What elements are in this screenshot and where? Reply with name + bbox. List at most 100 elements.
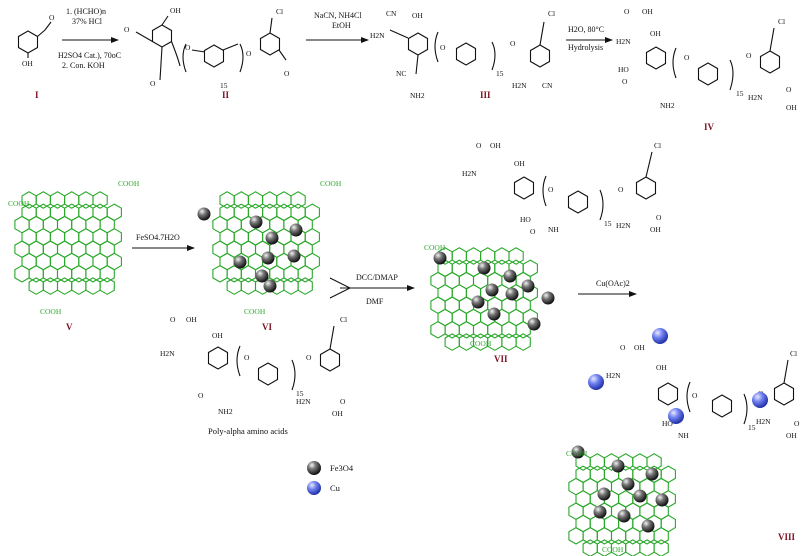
graphene-ring: [71, 277, 87, 295]
atom-o: O: [284, 69, 290, 78]
fe3o4-particle: [633, 489, 647, 503]
step3-line1: H2O, 80°C: [568, 25, 604, 34]
step3-conditions: H2O, 80°C Hydrolysis: [568, 25, 604, 52]
subscript-n: 15: [496, 69, 504, 78]
atom-cooh: COOH: [8, 199, 30, 208]
graphene-ring: [625, 526, 641, 545]
graphene-ring: [589, 453, 605, 471]
fe3o4-particle: [505, 287, 519, 301]
graphene-sheet-VI: [212, 191, 320, 295]
atom-o: O: [656, 213, 662, 222]
cu-particle: [752, 392, 768, 408]
step4-line1: FeSO4.7H2O: [136, 233, 180, 242]
atom-o: O: [624, 7, 630, 16]
fe3o4-particle: [541, 291, 555, 305]
cu-particle: [668, 408, 684, 424]
graphene-ring: [653, 539, 669, 556]
graphene-ring: [508, 247, 524, 265]
compound-IV: O OH H2N OH O 15 O HO NH2 Cl O H2N O OH: [616, 7, 797, 112]
graphene-ring: [42, 264, 59, 283]
atom-oh: OH: [786, 103, 797, 112]
fe3o4-particle: [593, 505, 607, 519]
step1-line1: 1. (HCHO)n: [66, 7, 106, 16]
fe3o4-particle: [289, 223, 303, 237]
step1-line3: H2SO4 Cat.), 70oC: [58, 51, 121, 60]
graphene-ring: [247, 191, 264, 209]
atom-oh: OH: [634, 343, 645, 352]
fe3o4-particle: [655, 493, 669, 507]
atom-o: O: [746, 51, 752, 60]
atom-oh: OH: [212, 331, 223, 340]
subscript-n: 15: [220, 81, 228, 90]
compound-I: O OH: [17, 13, 55, 68]
graphene-ring: [625, 539, 641, 556]
graphene-ring: [42, 277, 59, 295]
atom-ho: HO: [618, 65, 629, 74]
atom-h2n: H2N: [616, 221, 631, 230]
graphene-ring: [451, 247, 467, 265]
atom-nc: NC: [396, 69, 406, 78]
graphene-sheet-VIII: [568, 453, 676, 556]
atom-oh: OH: [186, 315, 197, 324]
legend-cu-swatch: [307, 481, 321, 495]
graphene-ring: [78, 191, 94, 209]
atom-oh: OH: [332, 409, 343, 418]
fe3o4-nanoparticles-VI: [197, 207, 303, 293]
atom-cooh: COOH: [244, 307, 266, 316]
atom-o: O: [622, 77, 628, 86]
graphene-ring: [64, 191, 80, 209]
graphene-ring: [99, 264, 115, 283]
atom-nh2: NH2: [218, 407, 233, 416]
graphene-ring: [494, 247, 510, 265]
graphene-ring: [28, 264, 44, 283]
fe3o4-particle: [287, 249, 301, 263]
graphene-ring: [444, 333, 460, 351]
graphene-ring: [297, 264, 313, 283]
fe3o4-particle: [471, 295, 485, 309]
graphene-ring: [269, 264, 285, 283]
graphene-ring: [71, 264, 87, 283]
atom-o: O: [306, 353, 312, 362]
fe3o4-particle: [621, 477, 635, 491]
graphene-ring: [219, 191, 235, 209]
compound-VII-polymer: O OH H2N OH O 15 HO O NH Cl O H2N O OH: [462, 141, 662, 236]
step6-line1: Cu(OAc)2: [596, 279, 630, 288]
fe3o4-particle: [521, 279, 535, 293]
atom-nh2: NH2: [410, 91, 425, 100]
graphene-ring: [240, 277, 257, 295]
graphene-ring: [28, 277, 44, 295]
atom-o: O: [794, 419, 800, 428]
atom-cn: CN: [542, 81, 553, 90]
atom-nh2: NH2: [660, 101, 675, 110]
atom-o: O: [440, 43, 446, 52]
atom-o: O: [170, 315, 176, 324]
graphene-ring: [99, 277, 115, 295]
atom-cl: Cl: [548, 9, 555, 18]
atom-o: O: [476, 141, 482, 150]
subscript-n: 15: [748, 423, 756, 432]
graphene-ring: [226, 277, 242, 295]
fe3o4-particle: [597, 487, 611, 501]
graphene-ring: [515, 333, 531, 351]
atom-oh: OH: [412, 11, 423, 20]
atom-o: O: [510, 39, 516, 48]
compound-label-III: III: [480, 90, 491, 100]
fe3o4-particle: [527, 317, 541, 331]
fe3o4-nanoparticles-VII: [433, 251, 555, 331]
fe3o4-particle: [255, 269, 269, 283]
atom-cooh: COOH: [566, 449, 588, 458]
graphene-ring: [56, 264, 73, 283]
graphene-ring: [14, 264, 30, 283]
atom-h2n: H2N: [756, 417, 771, 426]
atom-cooh: COOH: [470, 339, 492, 348]
atom-h2n: H2N: [160, 349, 175, 358]
graphene-ring: [582, 526, 598, 545]
atom-o: O: [620, 343, 626, 352]
fe3o4-particle: [485, 283, 499, 297]
step3-line2: Hydrolysis: [568, 43, 603, 52]
compound-label-IV: IV: [704, 122, 715, 132]
graphene-ring: [430, 320, 446, 339]
atom-o: O: [185, 43, 191, 52]
graphene-ring: [653, 526, 669, 545]
fe3o4-particle: [641, 519, 655, 533]
